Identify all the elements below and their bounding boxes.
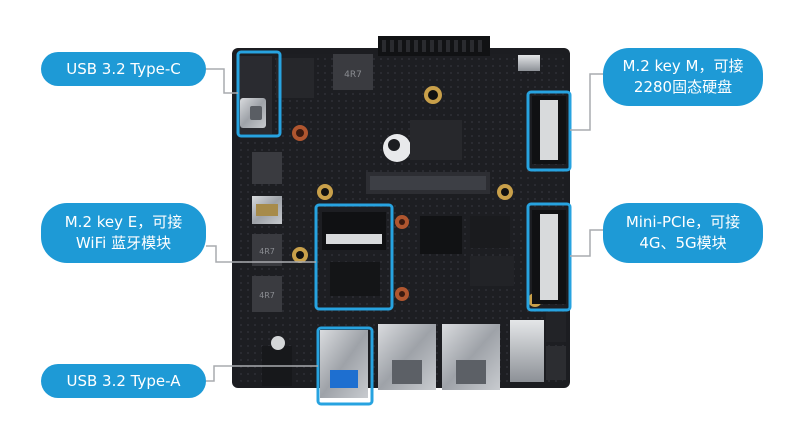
micro-usb-port	[518, 55, 540, 71]
silkscreen-label: 4R7	[344, 70, 362, 80]
silkscreen-label: 4R7	[259, 247, 275, 256]
callout-mini-pcie-line2: 4G、5G模块	[639, 234, 727, 252]
right-components	[510, 312, 566, 382]
chips	[330, 120, 514, 296]
inductor-top: 4R7	[333, 54, 373, 90]
ethernet-port-1	[378, 324, 436, 390]
callout-m2-key-m: M.2 key M，可接 2280固态硬盘	[603, 48, 763, 106]
mounting-holes	[292, 86, 542, 307]
left-components: 4R7 4R7	[238, 56, 314, 386]
gpio-header	[378, 36, 490, 56]
usb-a-port	[320, 330, 368, 398]
callout-usb-c: USB 3.2 Type-C	[41, 52, 206, 86]
mini-pcie-slot	[532, 210, 566, 304]
board-logo	[383, 134, 411, 162]
highlight-m2-key-e	[314, 203, 394, 311]
callout-usb-c-text: USB 3.2 Type-C	[66, 59, 181, 78]
m2-key-e-slot	[322, 212, 386, 250]
highlight-mini-pcie	[526, 202, 572, 312]
callout-mini-pcie-line1: Mini-PCIe，可接	[625, 213, 741, 231]
callout-m2-key-e-line1: M.2 key E，可接	[64, 213, 183, 231]
highlight-usb-c	[236, 50, 282, 138]
highlight-m2-key-m	[526, 90, 572, 172]
callout-m2-key-m-line1: M.2 key M，可接	[622, 57, 744, 75]
callout-mini-pcie: Mini-PCIe，可接 4G、5G模块	[603, 203, 763, 263]
m2-key-m-slot	[532, 96, 566, 164]
ethernet-port-2	[442, 324, 500, 390]
callout-m2-key-e: M.2 key E，可接 WiFi 蓝牙模块	[41, 203, 206, 263]
callout-m2-key-e-line2: WiFi 蓝牙模块	[75, 234, 172, 252]
callout-usb-a: USB 3.2 Type-A	[41, 364, 206, 398]
silkscreen-label: 4R7	[259, 291, 275, 300]
callout-usb-a-text: USB 3.2 Type-A	[66, 371, 181, 390]
callout-m2-key-m-line2: 2280固态硬盘	[633, 78, 733, 96]
b2b-connector	[366, 172, 490, 194]
leader-lines	[206, 68, 603, 382]
